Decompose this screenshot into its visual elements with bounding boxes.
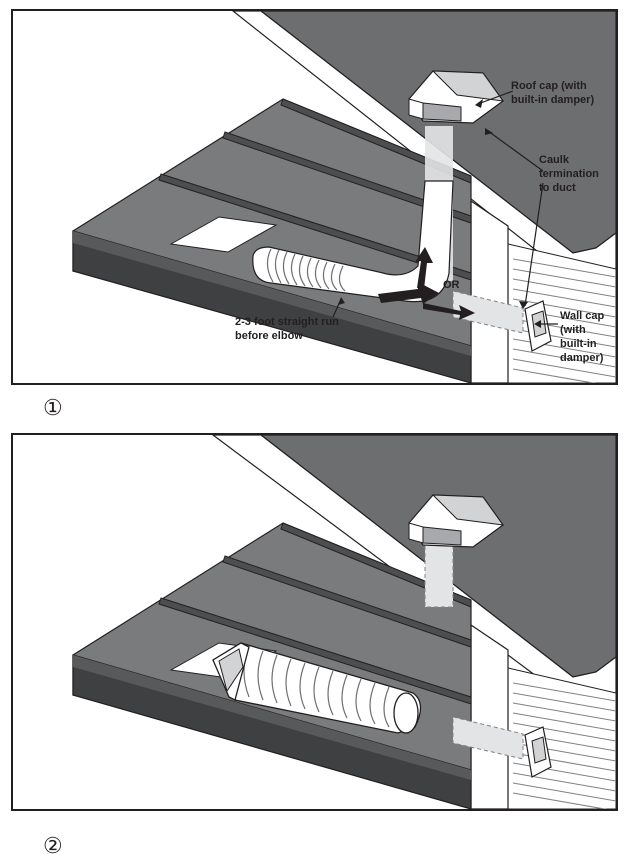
- figure-2-panel: [11, 433, 618, 811]
- wall-duct-path: [452, 716, 524, 760]
- wall-duct-path: [452, 290, 524, 334]
- airflow-arrows: [378, 247, 475, 320]
- figure-1-illustration: Roof cap (with built-in damper) Caulk te…: [72, 11, 616, 383]
- roof-cap-label: Roof cap (with built-in damper): [511, 80, 594, 106]
- figure-2-number: ②: [43, 834, 63, 859]
- or-label: OR: [443, 279, 460, 291]
- wall-cap-label: Wall cap (with built-in damper): [560, 310, 607, 364]
- figure-1-panel: Roof cap (with built-in damper) Caulk te…: [11, 9, 618, 385]
- wall-stud: [470, 199, 509, 383]
- ceiling-joists: [158, 522, 472, 705]
- flex-duct-straight: [212, 642, 422, 734]
- wall-cap: [524, 726, 552, 778]
- leader-lines: [332, 90, 558, 325]
- figure-2-illustration: [72, 435, 616, 809]
- roof-cap: [408, 494, 505, 548]
- flex-duct: [252, 180, 454, 303]
- ceiling-joists: [158, 98, 472, 281]
- vertical-duct: [424, 544, 454, 608]
- wall-siding: [507, 667, 616, 809]
- ceiling-opening: [169, 216, 278, 253]
- caulk-label: Caulk termination to duct: [539, 154, 602, 194]
- roof-cap: [408, 70, 505, 124]
- roof-rafter: [211, 435, 616, 706]
- figure-1-number: ①: [43, 396, 63, 421]
- roof-rafter: [232, 11, 616, 282]
- straight-run-label: 2-3 foot straight run before elbow: [235, 316, 342, 342]
- wall-stud: [470, 623, 509, 809]
